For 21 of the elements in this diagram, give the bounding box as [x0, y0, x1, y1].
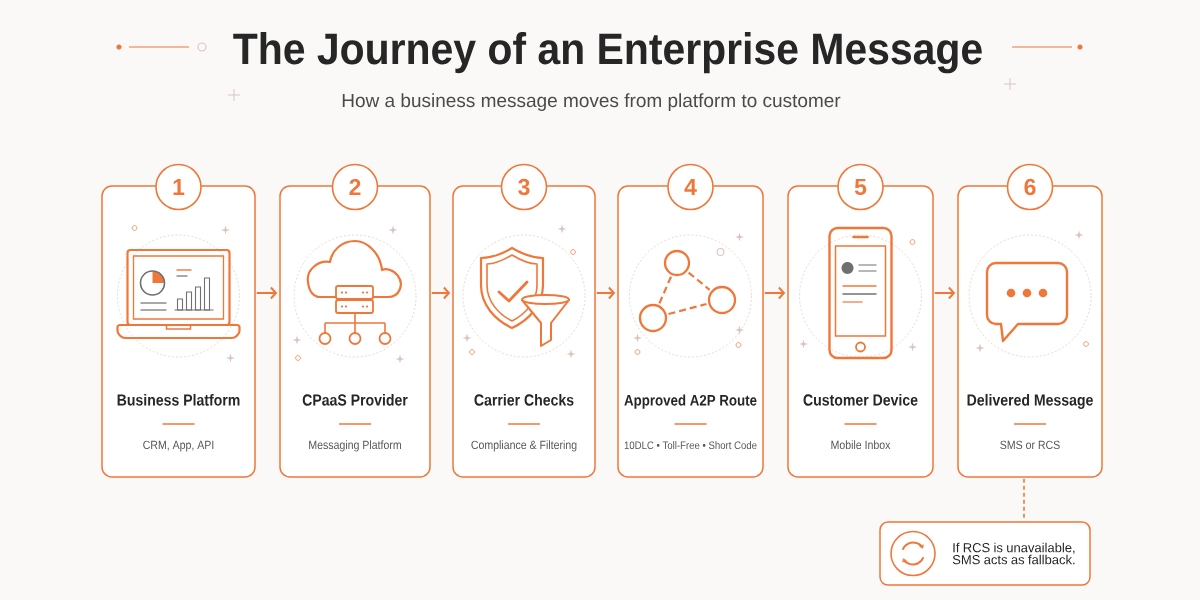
step-title: Customer Device: [803, 393, 918, 406]
step-title: Approved A2P Route: [624, 394, 757, 409]
dashed-line: [1023, 477, 1025, 521]
step-subtitle: CRM, App, API: [143, 440, 214, 452]
step-subtitle: Mobile Inbox: [831, 440, 891, 450]
arrow: [255, 286, 278, 300]
arrow: [595, 286, 616, 300]
title: The Journey of an Enterprise Message: [233, 32, 982, 74]
arrow: [763, 286, 786, 300]
step-subtitle: 10DLC • Toll-Free • Short Code: [624, 441, 757, 450]
subtitle: How a business message moves from platform to customer: [342, 93, 841, 111]
arrow: [933, 286, 956, 300]
step-title: Business Platform: [117, 393, 240, 406]
step-title: Delivered Message: [967, 393, 1093, 409]
step-subtitle: SMS or RCS: [1000, 440, 1060, 450]
step-subtitle: Compliance & Filtering: [471, 440, 577, 452]
step-title: CPaaS Provider: [302, 393, 408, 406]
step-title: Carrier Checks: [474, 393, 574, 406]
arrow: [430, 286, 451, 300]
step-subtitle: Messaging Platform: [309, 440, 401, 452]
note-text: If RCS is unavailable, SMS acts as fallback.: [952, 542, 1075, 565]
